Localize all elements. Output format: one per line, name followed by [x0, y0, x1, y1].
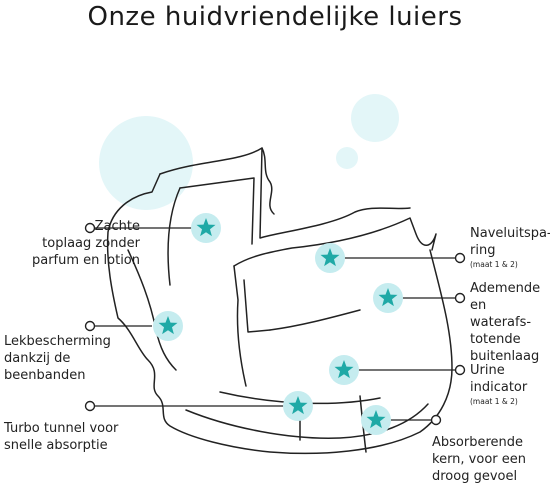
star-icon: [158, 316, 178, 335]
label-leak-guard-line-1: Lekbescherming: [4, 334, 111, 349]
label-topsheet: Zachte toplaag zonder parfum en lotion: [0, 218, 140, 269]
circle-endpoint-icon: [454, 364, 466, 376]
star-icon: [366, 410, 386, 429]
label-navel-line-2: ring: [470, 243, 496, 258]
label-breathable-line-3: totende: [470, 332, 521, 347]
label-breathable-line-4: buitenlaag: [470, 349, 540, 364]
circle-endpoint-icon: [84, 320, 96, 332]
label-leak-guard: Lekbescherming dankzij de beenbanden: [4, 333, 134, 384]
label-navel-note: (maat 1 & 2): [470, 260, 518, 269]
label-turbo-tunnel-line-2: snelle absorptie: [4, 438, 108, 453]
star-icon: [378, 288, 398, 307]
bubble-small-right: [336, 147, 358, 169]
star-markers: [153, 213, 403, 435]
label-navel: Naveluitspa- ring (maat 1 & 2): [470, 225, 550, 271]
circle-endpoint-icon: [430, 414, 442, 426]
label-navel-line-1: Naveluitspa-: [470, 226, 550, 241]
page-title: Onze huidvriendelijke luiers: [87, 2, 463, 32]
endpoints: [84, 222, 466, 426]
star-icon: [196, 218, 216, 237]
label-core-line-2: kern, voor een: [432, 452, 526, 467]
circle-endpoint-icon: [454, 252, 466, 264]
label-turbo-tunnel-line-1: Turbo tunnel voor: [4, 421, 119, 436]
label-leak-guard-line-2: dankzij de: [4, 351, 71, 366]
circle-endpoint-icon: [454, 292, 466, 304]
label-topsheet-line-2: toplaag zonder: [42, 236, 140, 251]
star-icon: [334, 360, 354, 379]
label-core-line-3: droog gevoel: [432, 469, 518, 484]
label-breathable-line-1: Ademende: [470, 281, 541, 296]
label-breathable: Ademende en waterafs- totende buitenlaag: [470, 280, 550, 365]
label-breathable-line-2: en waterafs-: [470, 298, 532, 330]
bubble-large-right: [351, 94, 399, 142]
label-topsheet-line-3: parfum en lotion: [31, 253, 140, 268]
circle-endpoint-icon: [84, 222, 96, 234]
label-urine-line-1: Urine: [470, 363, 505, 378]
bubble-large-left: [99, 116, 193, 210]
circle-endpoint-icon: [84, 400, 96, 412]
label-leak-guard-line-3: beenbanden: [4, 368, 86, 383]
label-urine-line-2: indicator: [470, 380, 528, 395]
label-urine-note: (maat 1 & 2): [470, 397, 518, 406]
connector-lines: [95, 227, 456, 421]
star-icon: [320, 248, 340, 267]
star-icon: [288, 396, 308, 415]
label-urine: Urine indicator (maat 1 & 2): [470, 362, 550, 408]
label-core-line-1: Absorberende: [432, 435, 524, 450]
label-topsheet-line-1: Zachte: [94, 219, 140, 234]
label-turbo-tunnel: Turbo tunnel voor snelle absorptie: [4, 420, 164, 454]
label-core: Absorberende kern, voor een droog gevoel: [432, 434, 550, 485]
